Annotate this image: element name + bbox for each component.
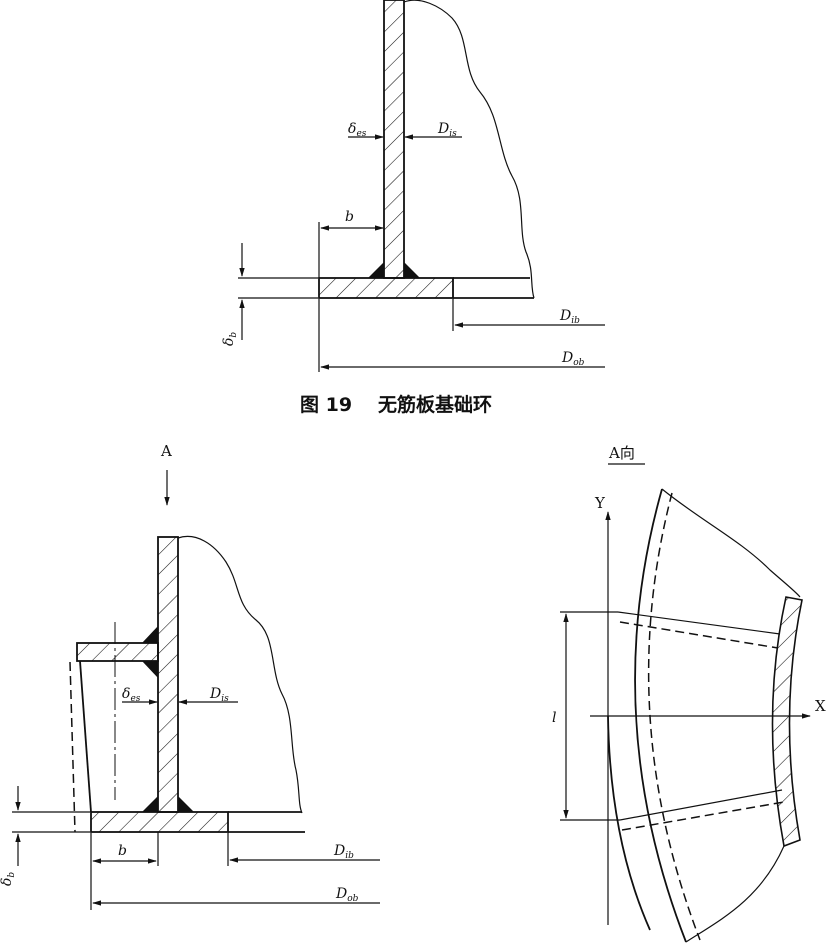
fig19-break-line [403, 0, 535, 299]
fig20-d-ib-label: Dib [333, 843, 354, 861]
view-a-shell-hatched-segment [771, 596, 803, 848]
fig19-weld [404, 262, 420, 278]
view-a-y-axis-label: Y [594, 494, 606, 512]
fig19-delta-es-label: δes [348, 121, 367, 139]
figure-20-rib-base-ring-section: A δes Dis δb b [0, 442, 380, 910]
view-a-ring-dashed-arc [647, 492, 701, 941]
fig19-caption-title: 无筋板基础环 [378, 393, 492, 416]
figure-19-no-rib-base-ring: δes Dis b δb Dib Dob 图 19 无筋板基础环 [221, 0, 605, 416]
fig19-d-ob-label: Dob [561, 350, 585, 368]
view-a-l-label: l [552, 710, 556, 726]
view-a-title: A向 [608, 444, 635, 462]
view-a-x-axis-label: X [815, 697, 826, 715]
fig19-caption-number: 图 19 [300, 394, 352, 416]
fig20-base-ring [90, 811, 229, 833]
view-a-lower-rib-edge [619, 789, 783, 821]
fig20-break-line [177, 535, 303, 814]
fig20-cover-plate [76, 642, 159, 662]
fig19-b-label: b [345, 209, 354, 225]
fig20-b-label: b [118, 843, 127, 859]
fig20-rib-plate-edge [79, 660, 92, 813]
fig20-weld [142, 661, 158, 678]
fig20-view-arrow-label: A [160, 442, 172, 460]
view-a-shell-lower-arc [685, 845, 785, 943]
fig20-weld [142, 796, 158, 812]
fig19-shell-wall [383, 0, 405, 279]
fig19-d-ib-label: Dib [559, 308, 580, 326]
fig19-delta-b-label: δb [221, 332, 239, 346]
fig20-d-ob-label: Dob [335, 886, 359, 904]
view-a-upper-rib-dashed-edge [619, 621, 779, 649]
fig20-weld [142, 626, 158, 643]
view-a-ring-outer-arc [634, 488, 687, 943]
fig20-delta-es-label: δes [122, 686, 141, 704]
fig20-d-is-label: Dis [209, 686, 229, 704]
fig19-weld [368, 262, 384, 278]
fig19-base-ring [318, 277, 454, 299]
view-a-ring-inner-arc [607, 715, 651, 931]
fig20-weld [178, 796, 194, 812]
view-a-plan: A向 Y X l [552, 444, 826, 943]
fig20-delta-b-label: δb [0, 872, 17, 886]
view-a-shell-right-arc [661, 488, 801, 598]
fig19-d-is-label: Dis [437, 121, 457, 139]
fig20-shell-wall [157, 536, 179, 813]
view-a-upper-rib-edge [617, 611, 781, 635]
fig20-rib-plate-dashed-edge [69, 661, 76, 833]
